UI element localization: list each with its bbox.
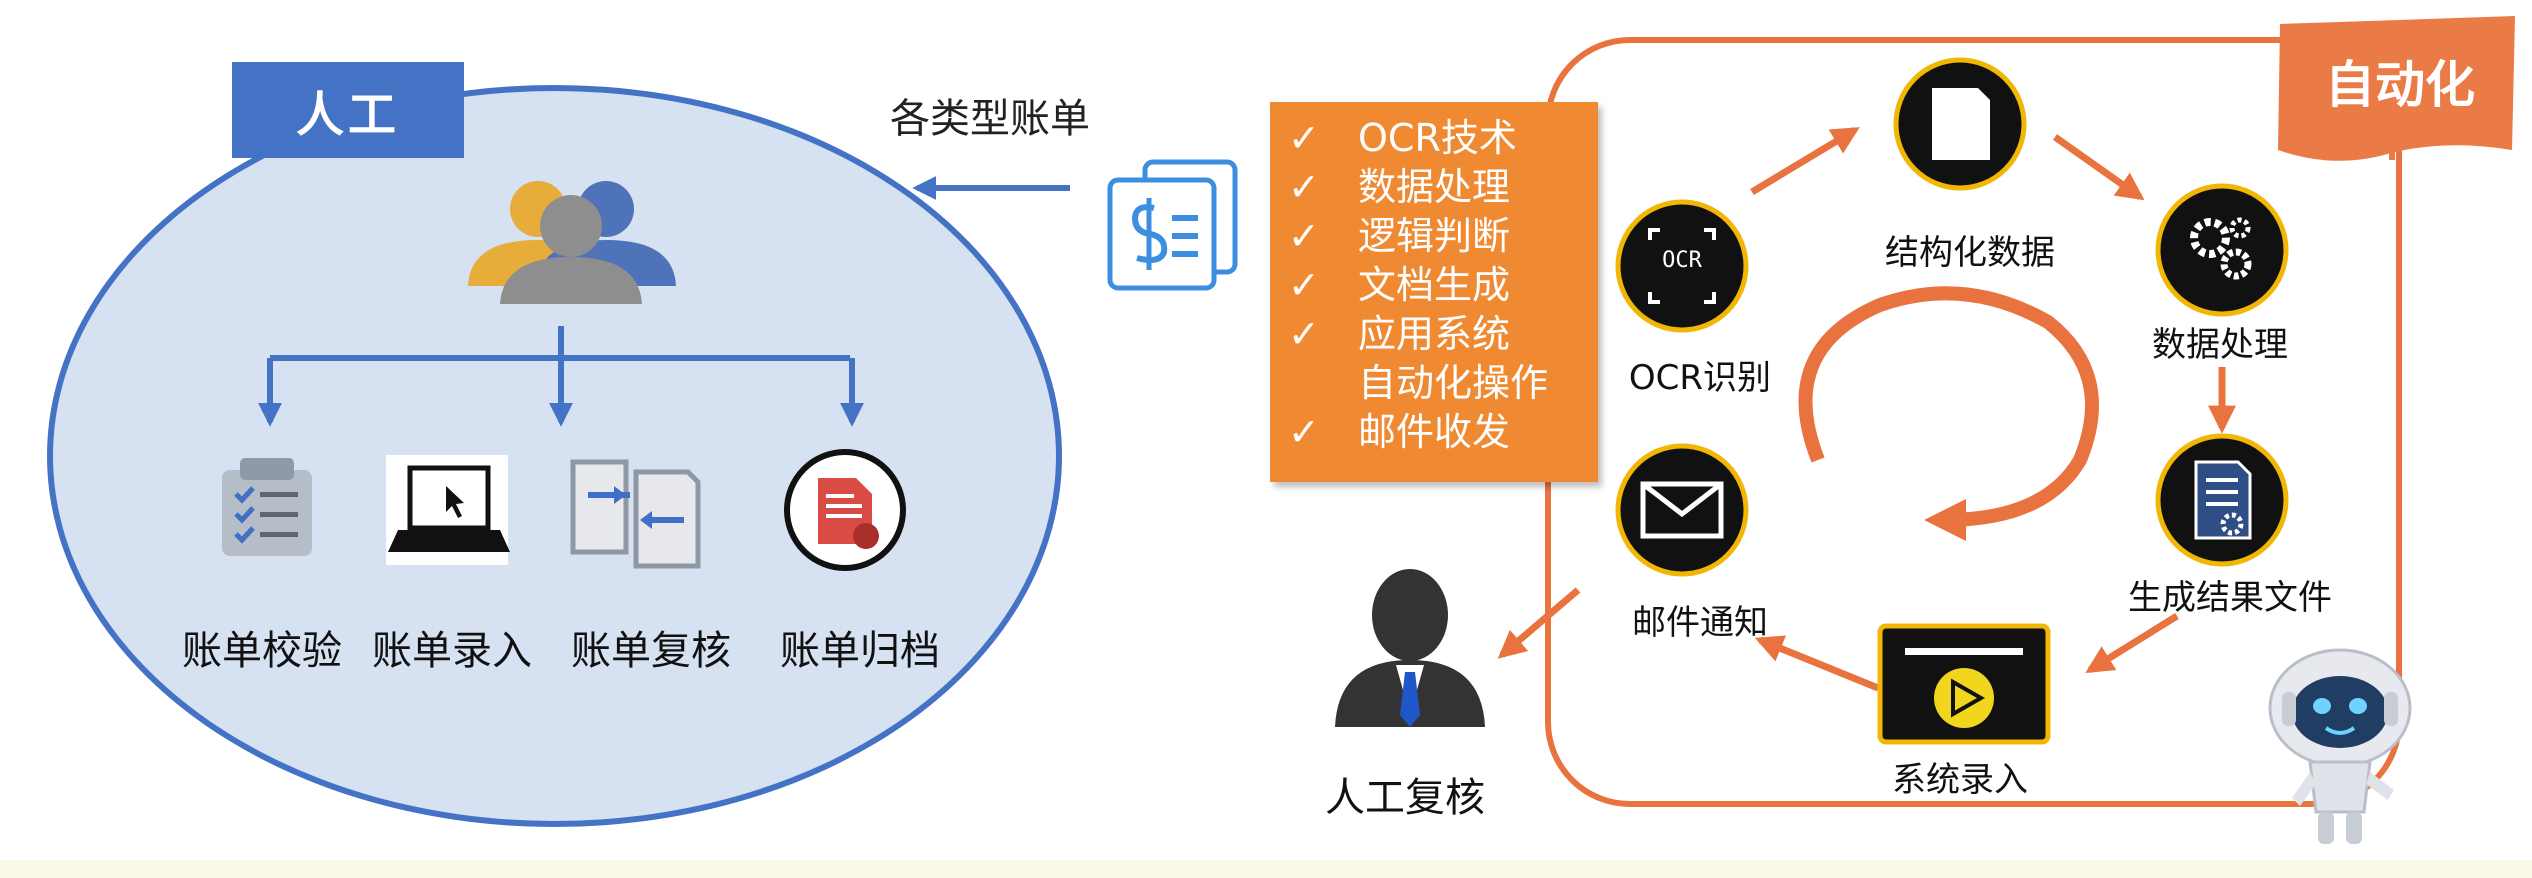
check-mark-icon: ✓ bbox=[1288, 214, 1320, 258]
checklist-item-label: 应用系统 bbox=[1358, 312, 1511, 356]
checklist-item-label: 自动化操作 bbox=[1358, 361, 1549, 405]
checklist-item-label: 数据处理 bbox=[1358, 165, 1511, 209]
task-connector bbox=[258, 326, 864, 427]
automation-title: 自动化 bbox=[2325, 56, 2475, 114]
checklist-item: ✓ 邮件收发 bbox=[1288, 408, 1598, 457]
checklist-item: ✓ 应用系统 bbox=[1288, 310, 1598, 359]
system-entry-node-label: 系统录入 bbox=[1892, 760, 2028, 800]
task-label-entry: 账单录入 bbox=[372, 628, 532, 674]
people-group-icon bbox=[468, 181, 676, 304]
checklist-item-label: OCR技术 bbox=[1358, 116, 1517, 160]
cycle-arrow bbox=[1798, 286, 2099, 541]
ocr-node-label: OCR识别 bbox=[1628, 358, 1772, 398]
generate-file-node-label: 生成结果文件 bbox=[2128, 578, 2332, 618]
manual-title: 人工 bbox=[232, 62, 464, 158]
task-label-archive: 账单归档 bbox=[780, 628, 940, 674]
manual-process-region bbox=[47, 85, 1062, 827]
system-entry-node bbox=[1877, 623, 2051, 745]
manual-review-label: 人工复核 bbox=[1325, 775, 1485, 821]
generate-file-node bbox=[2155, 433, 2289, 567]
check-mark-icon: ✓ bbox=[1288, 263, 1320, 307]
document-transfer-icon bbox=[570, 459, 701, 569]
dollar-bill-icon bbox=[1107, 159, 1238, 291]
automation-flag bbox=[2278, 16, 2515, 161]
ocr-icon: OCR bbox=[1662, 248, 1702, 273]
check-mark-icon: ✓ bbox=[1288, 116, 1320, 160]
task-label-review: 账单复核 bbox=[571, 628, 731, 674]
incoming-bills-label: 各类型账单 bbox=[890, 96, 1090, 142]
archive-document-icon bbox=[784, 449, 906, 571]
email-notify-node bbox=[1615, 443, 1749, 577]
task-label-verify: 账单校验 bbox=[182, 628, 342, 674]
data-processing-node-label: 数据处理 bbox=[2152, 325, 2288, 365]
checklist-item-label: 文档生成 bbox=[1358, 263, 1511, 307]
flow-arrows bbox=[1497, 127, 2236, 692]
bottom-strip bbox=[0, 860, 2532, 878]
email-notify-node-label: 邮件通知 bbox=[1632, 603, 1768, 643]
checklist-item-label: 邮件收发 bbox=[1358, 410, 1511, 454]
checklist-item-continuation: 自动化操作 bbox=[1288, 359, 1598, 408]
laptop-icon bbox=[386, 455, 510, 565]
clipboard-check-icon bbox=[222, 458, 312, 556]
checklist-item-label: 逻辑判断 bbox=[1358, 214, 1511, 258]
reviewer-person-icon bbox=[1335, 569, 1485, 727]
checklist-item: ✓ 数据处理 bbox=[1288, 163, 1598, 212]
checklist-item: ✓ OCR技术 bbox=[1288, 114, 1598, 163]
checklist-item: ✓ 文档生成 bbox=[1288, 261, 1598, 310]
data-processing-node bbox=[2155, 183, 2289, 317]
check-mark-icon: ✓ bbox=[1288, 410, 1320, 454]
robot-mascot-icon bbox=[2268, 648, 2412, 844]
structured-data-node-label: 结构化数据 bbox=[1885, 233, 2055, 273]
structured-data-node bbox=[1893, 57, 2027, 191]
capability-checklist: ✓ OCR技术 ✓ 数据处理 ✓ 逻辑判断 ✓ 文档生成 ✓ 应用系统 自动化操… bbox=[1270, 102, 1598, 482]
checklist-item: ✓ 逻辑判断 bbox=[1288, 212, 1598, 261]
ocr-node bbox=[1615, 199, 1749, 333]
check-mark-icon: ✓ bbox=[1288, 165, 1320, 209]
check-mark-icon: ✓ bbox=[1288, 312, 1320, 356]
